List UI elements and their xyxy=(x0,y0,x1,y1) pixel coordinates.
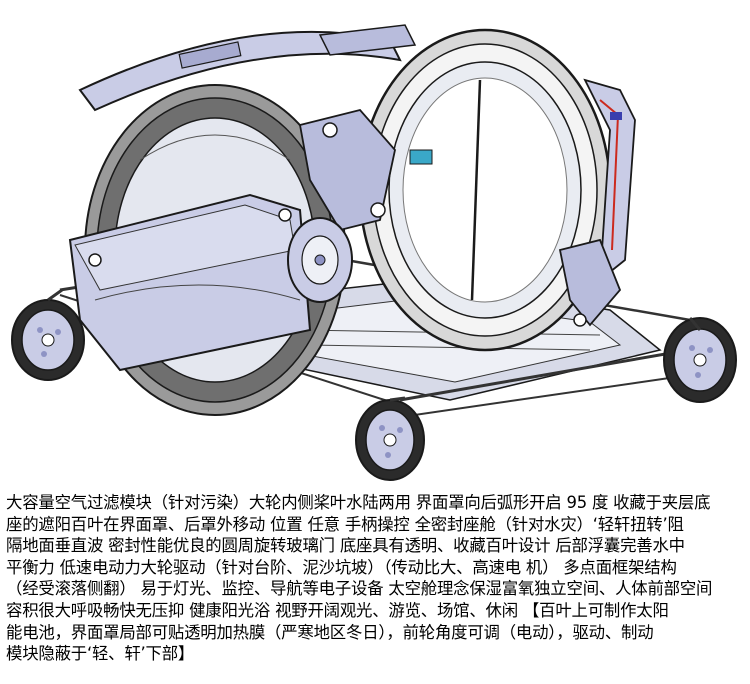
front-ring-door xyxy=(358,28,612,352)
side-brackets xyxy=(298,108,622,327)
front-fender xyxy=(583,78,636,282)
caption-line: 座的遮阳百叶在界面罩、后罩外移动 位置 任意 手柄操控 全密封座舱（针对水灾）‘… xyxy=(6,514,684,534)
vehicle-render xyxy=(11,24,737,481)
side-roller xyxy=(287,217,353,303)
caster-forks xyxy=(47,288,702,402)
caption-line: 能电池，界面罩局部可贴透明加热膜（严寒地区冬日），前轮角度可调（电动），驱动、制… xyxy=(6,622,654,642)
rear-side-panel xyxy=(68,193,312,372)
caption-line: 容积很大呼吸畅快无压抑 健康阳光浴 视野开阔观光、游览、场馆、休闲 【百叶上可制… xyxy=(6,600,669,620)
caption-line: 平衡力 低速电动力大轮驱动（针对台阶、泥沙坑坡）（传动比大、高速电 机） 多点面… xyxy=(6,557,677,577)
caption-line: 隔地面垂直波 密封性能优良的圆周旋转玻璃门 底座具有透明、收藏百叶设计 后部浮囊… xyxy=(6,536,685,556)
caption-line: 模块隐蔽于‘轻、轩’下部】 xyxy=(6,644,195,664)
top-arch xyxy=(78,24,417,112)
description-caption: 大容量空气过滤模块（针对污染）大轮内侧桨叶水陆两用 界面罩向后弧形开启 95 度… xyxy=(6,492,746,682)
caster-front-center xyxy=(355,399,425,481)
caption-line: （经受滚落侧翻） 易于灯光、监控、导航等电子设备 太空舱理念保湿富氧独立空间、人… xyxy=(6,579,713,599)
caster-front-right xyxy=(663,317,737,403)
caster-rear-left xyxy=(11,299,85,381)
caption-line: 大容量空气过滤模块（针对污染）大轮内侧桨叶水陆两用 界面罩向后弧形开启 95 度… xyxy=(6,493,711,512)
